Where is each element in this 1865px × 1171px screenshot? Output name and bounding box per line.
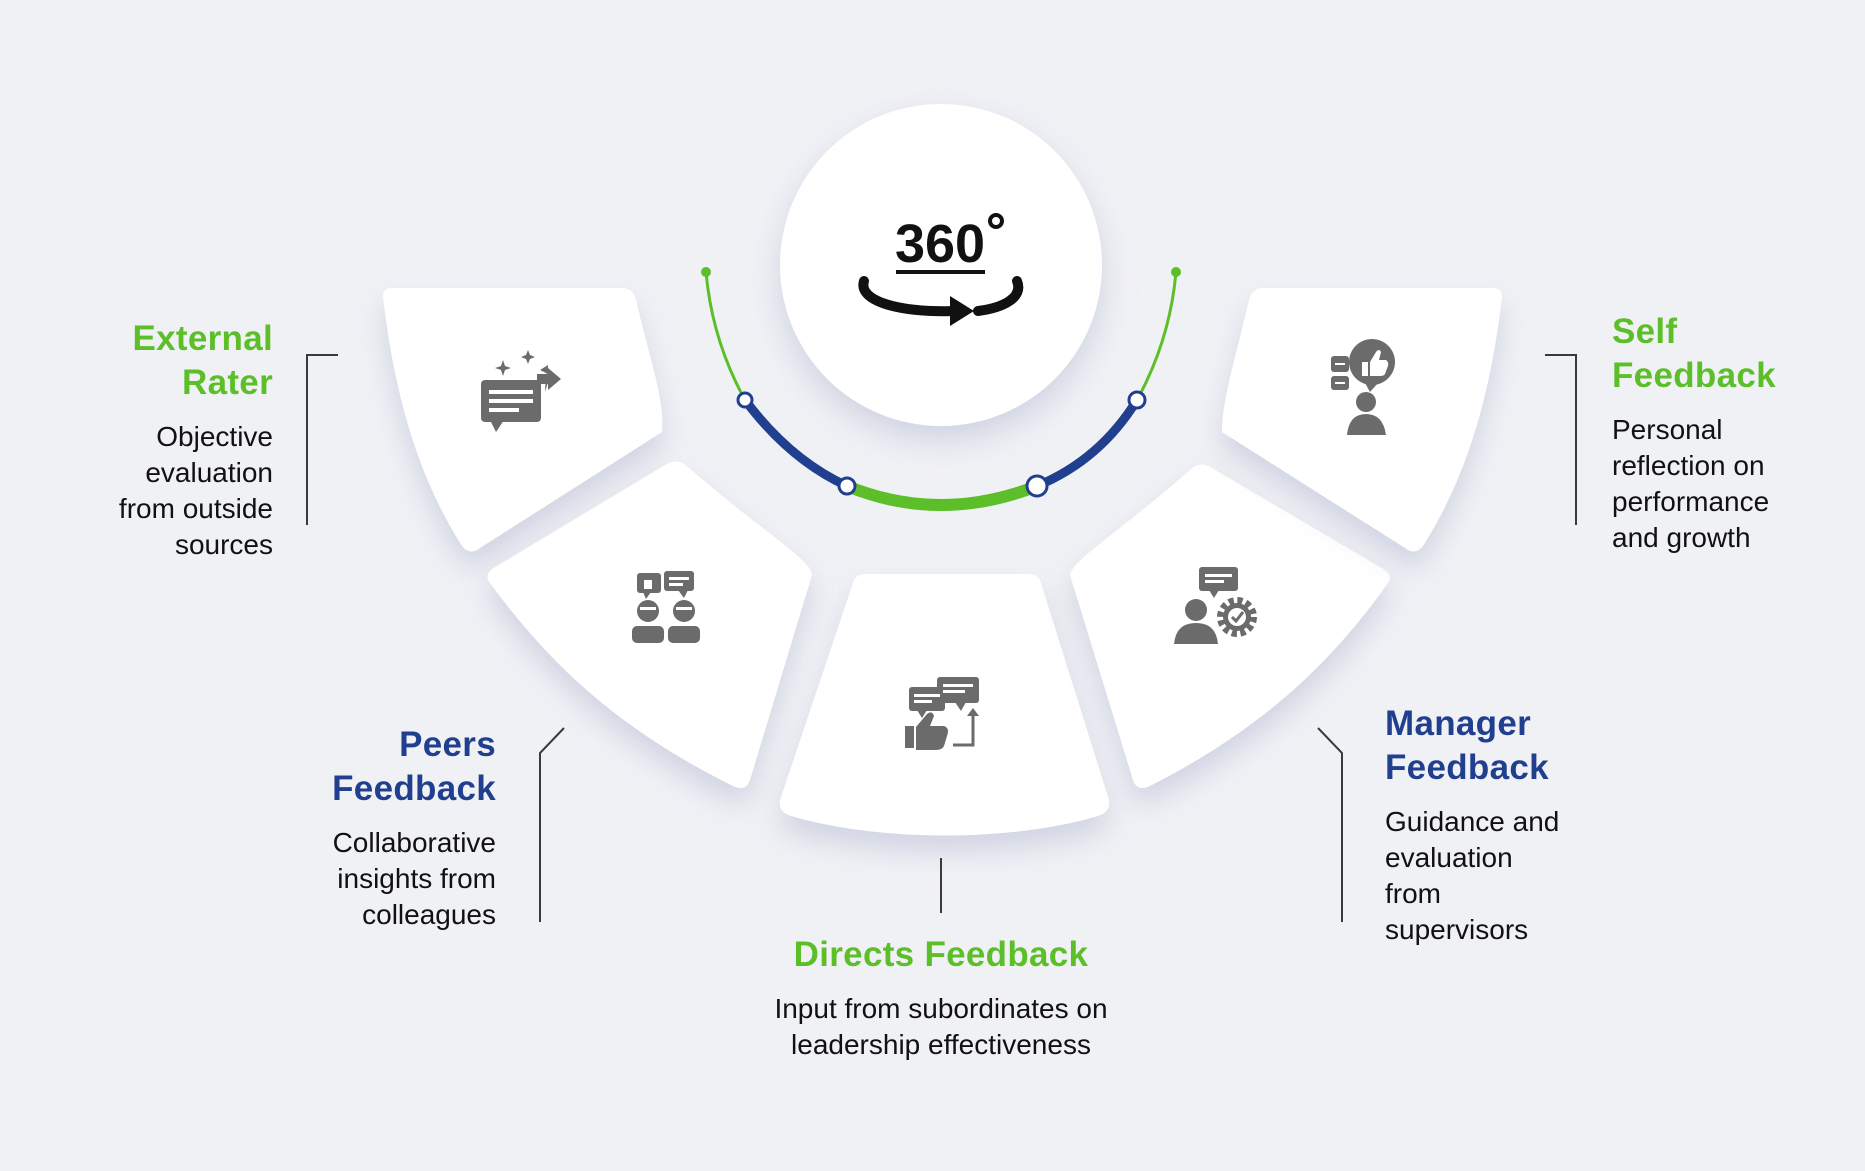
title-line: Feedback [1385,748,1549,787]
desc-manager-feedback: Guidance and evaluation from supervisors [1385,804,1559,948]
label-external-rater: External Rater Objective evaluation from… [119,317,273,563]
desc-line: Personal [1612,414,1723,445]
arc-node-4 [1127,390,1147,410]
title-line: External [132,319,273,358]
desc-line: Objective [156,421,273,452]
manager-gear-icon [1174,567,1257,644]
desc-line: Collaborative [332,827,496,858]
connector-manager-feedback [1317,727,1343,922]
title-line: Peers [399,725,496,764]
self-thumbs-up-icon [1331,339,1395,435]
desc-directs-feedback: Input from subordinates on leadership ef… [691,991,1191,1063]
title-line: Feedback [1612,356,1776,395]
desc-line: Input from subordinates on [774,993,1108,1024]
connector-peers-feedback [539,727,565,922]
arc-end-right [1171,267,1181,277]
desc-line: evaluation [1385,842,1513,873]
desc-line: leadership effectiveness [791,1029,1091,1060]
desc-line: colleagues [362,899,496,930]
desc-line: supervisors [1385,914,1529,945]
thumbs-up-feedback-icon [905,677,979,750]
title-directs-feedback: Directs Feedback [691,933,1191,977]
label-peers-feedback: Peers Feedback Collaborative insights fr… [332,723,496,933]
arc-green-left [704,270,747,402]
desc-external-rater: Objective evaluation from outside source… [119,419,273,563]
desc-line: insights from [337,863,496,894]
arc-decoration [701,267,1181,511]
desc-line: evaluation [145,457,273,488]
arc-node-2 [837,476,857,496]
connector-self-feedback [1545,354,1577,525]
title-self-feedback: Self Feedback [1612,310,1776,398]
card-peers-feedback [487,461,812,788]
desc-self-feedback: Personal reflection on performance and g… [1612,412,1776,556]
title-manager-feedback: Manager Feedback [1385,702,1559,790]
connector-lines [306,354,1577,922]
title-line: Directs Feedback [793,935,1089,974]
title-line: Rater [182,363,273,402]
center-circle [780,104,1102,426]
connector-external-rater [306,354,338,525]
label-self-feedback: Self Feedback Personal reflection on per… [1612,310,1776,556]
arc-end-left [701,267,711,277]
desc-line: Guidance and [1385,806,1560,837]
desc-line: and growth [1612,522,1751,553]
desc-line: from outside [118,493,273,524]
desc-peers-feedback: Collaborative insights from colleagues [332,825,496,933]
arc-green-bottom [841,480,1043,511]
label-manager-feedback: Manager Feedback Guidance and evaluation… [1385,702,1559,948]
center-360-text: 360 [895,214,985,274]
arc-node-3 [1025,474,1049,498]
title-line: Feedback [332,769,496,808]
title-peers-feedback: Peers Feedback [332,723,496,811]
desc-line: from [1385,878,1441,909]
arc-green-right [1135,270,1178,402]
peers-chat-icon [632,571,700,643]
title-external-rater: External Rater [119,317,273,405]
title-line: Self [1612,312,1678,351]
label-directs-feedback: Directs Feedback Input from subordinates… [691,933,1191,1063]
desc-line: performance [1612,486,1770,517]
arc-node-1 [736,391,754,409]
arc-blue-left [740,395,852,491]
title-line: Manager [1385,704,1532,743]
rotate-360-icon: 360 [858,213,1024,326]
arc-blue-right [1032,395,1142,491]
desc-line: sources [174,529,273,560]
chat-share-icon [481,350,561,432]
desc-line: reflection on [1612,450,1765,481]
